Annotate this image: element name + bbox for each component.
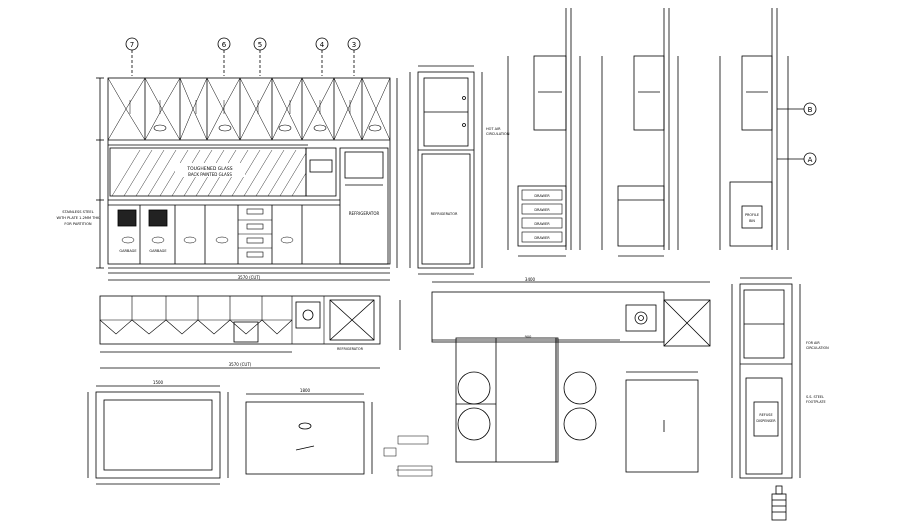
marker-7: 7	[130, 41, 134, 49]
plan-dim-1800: 1800	[300, 388, 311, 393]
circulation-label: CIRCULATION	[486, 132, 510, 136]
total-width-dim: 3570 (CUT)	[238, 275, 261, 280]
drawer-label-2: DRAWER	[534, 208, 550, 212]
plan-dim-1500-top: 1500	[153, 380, 164, 385]
refrigerator-label-2: REFRIGERATOR	[431, 212, 458, 216]
stainless-label-3: FOR PARTITION	[64, 222, 92, 226]
air-circ-label-2: CIRCULATION	[806, 346, 829, 350]
refrigerator-label: REFRIGERATOR	[349, 211, 380, 216]
fridge-tall-unit-elevation: REFRIGERATOR HOT AIR CIRCULATION	[409, 65, 510, 275]
section-marker-a: A	[808, 156, 813, 164]
bottom-left-plans: 1500 1800	[87, 380, 433, 485]
bin-label: BIN	[749, 219, 755, 223]
marker-4: 4	[320, 41, 325, 49]
drawer-label-1: DRAWER	[534, 194, 550, 198]
section-view-1: DRAWER DRAWER DRAWER DRAWER	[507, 8, 581, 257]
ss-footplate-label-2: FOOTPLATE	[806, 400, 826, 404]
island-dim-900: 900	[525, 335, 532, 339]
marker-6: 6	[222, 41, 227, 49]
ss-footplate-label: S.S. STEEL	[806, 395, 824, 399]
section-marker-b: B	[808, 106, 813, 114]
tall-unit-section: REFUSE DISPENSER FOR AIR CIRCULATION S.S…	[731, 277, 829, 521]
marker-5: 5	[258, 41, 262, 49]
garbage-label-2: GARBAGE	[149, 249, 166, 253]
main-kitchen-elevation: TOUGHENED GLASS BACK PAINTED GLASS REFRI…	[56, 77, 398, 281]
hot-air-label: HOT AIR	[486, 127, 501, 131]
air-circ-label: FOR AIR	[806, 341, 820, 345]
detail-markers: 7 6 5 4 3	[125, 37, 361, 76]
profile-bin-label: PROFILE	[745, 213, 759, 217]
refrigerator-plan-label: REFRIGERATOR	[337, 347, 364, 351]
island-dim-3400: 3400	[525, 277, 536, 282]
island-plan-view: 3400 900	[399, 277, 711, 473]
refuse-label: REFUSE	[759, 413, 772, 417]
stainless-label-2: WITH PLATE 1.2MM THK	[56, 216, 100, 220]
section-view-2	[601, 8, 679, 257]
drawer-label-3: DRAWER	[534, 222, 550, 226]
section-view-3: PROFILE BIN B A	[719, 8, 817, 250]
stainless-label: STAINLESS STEEL	[62, 210, 93, 214]
dispenser-label: DISPENSER	[756, 419, 776, 423]
glass-label: TOUGHENED GLASS	[186, 166, 232, 172]
marker-3: 3	[352, 41, 356, 49]
kitchen-plan-view: REFRIGERATOR 3570 (CUT)	[99, 295, 381, 369]
garbage-label-1: GARBAGE	[119, 249, 136, 253]
plan-total-dim: 3570 (CUT)	[229, 362, 252, 367]
drawer-label-4: DRAWER	[534, 236, 550, 240]
glass-label-2: BACK PAINTED GLASS	[188, 172, 232, 177]
